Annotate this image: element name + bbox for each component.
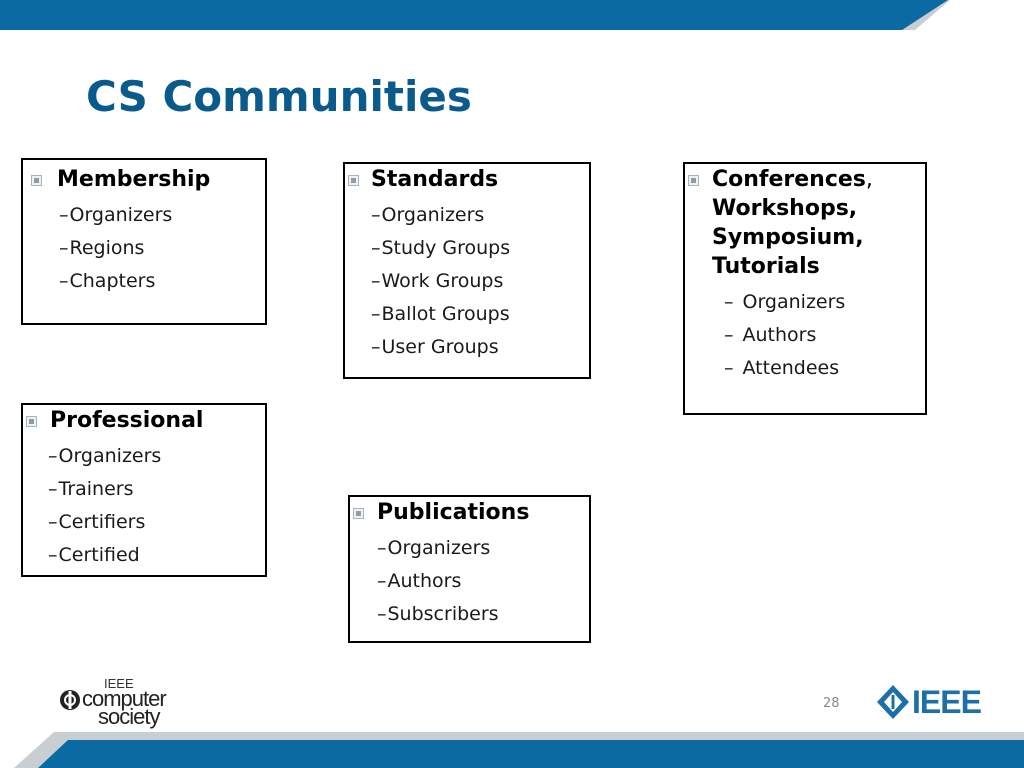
professional-list: –Organizers –Trainers –Certifiers –Certi… [48, 444, 161, 576]
list-item: –Authors [724, 324, 817, 346]
box-heading: Standards [371, 167, 499, 192]
bottom-banner-fill [38, 740, 1024, 768]
bottom-banner-bar [14, 732, 1024, 768]
list-item: –Organizers [59, 204, 173, 226]
logo-ieee-small-text: IEEE [104, 676, 134, 691]
page-number: 28 [823, 696, 840, 711]
list-item: –Authors [377, 570, 462, 592]
list-item: –Certified [48, 544, 140, 566]
square-bullet-icon [26, 416, 37, 427]
publications-box: Publications –Organizers –Authors –Subsc… [348, 495, 591, 643]
standards-list: –Organizers –Study Groups –Work Groups –… [371, 203, 510, 368]
square-bullet-icon [353, 508, 364, 519]
list-item: –Regions [59, 237, 145, 259]
logo-society-text: society [98, 704, 160, 729]
standards-box: Standards –Organizers –Study Groups –Wor… [343, 162, 591, 379]
box-heading: Professional [50, 408, 204, 433]
list-item: –Study Groups [371, 237, 511, 259]
square-bullet-icon [348, 175, 359, 186]
list-item: –Ballot Groups [371, 303, 510, 325]
list-item: –User Groups [371, 336, 499, 358]
top-banner-bar [0, 0, 950, 30]
ieee-logo: IEEE [876, 684, 996, 724]
membership-box: Membership –Organizers –Regions –Chapter… [21, 158, 267, 325]
list-item: –Organizers [377, 537, 491, 559]
list-item: –Attendees [724, 357, 840, 379]
conferences-box: Conferences, Workshops, Symposium, Tutor… [683, 162, 927, 415]
list-item: –Organizers [48, 445, 162, 467]
publications-list: –Organizers –Authors –Subscribers [377, 536, 499, 635]
conferences-list: –Organizers –Authors –Attendees [724, 290, 845, 389]
list-item: –Subscribers [377, 603, 499, 625]
top-banner-fill [0, 0, 948, 30]
professional-box: Professional –Organizers –Trainers –Cert… [21, 403, 267, 577]
box-heading: Publications [377, 500, 530, 525]
list-item: –Organizers [724, 291, 846, 313]
computer-society-emblem-icon [60, 690, 80, 710]
logo-computer-text: computer [82, 686, 167, 711]
list-item: –Trainers [48, 478, 134, 500]
list-item: –Chapters [59, 270, 156, 292]
list-item: –Certifiers [48, 511, 146, 533]
computer-society-logo: IEEE computer society [58, 676, 198, 729]
slide-title: CS Communities [86, 72, 472, 121]
ieee-wordmark: IEEE [912, 684, 982, 720]
square-bullet-icon [688, 175, 699, 186]
membership-list: –Organizers –Regions –Chapters [59, 203, 172, 302]
box-heading: Conferences, Workshops, Symposium, Tutor… [712, 167, 873, 279]
box-heading: Membership [57, 167, 211, 192]
list-item: –Work Groups [371, 270, 504, 292]
ieee-diamond-icon [877, 685, 909, 719]
square-bullet-icon [31, 175, 42, 186]
list-item: –Organizers [371, 204, 485, 226]
